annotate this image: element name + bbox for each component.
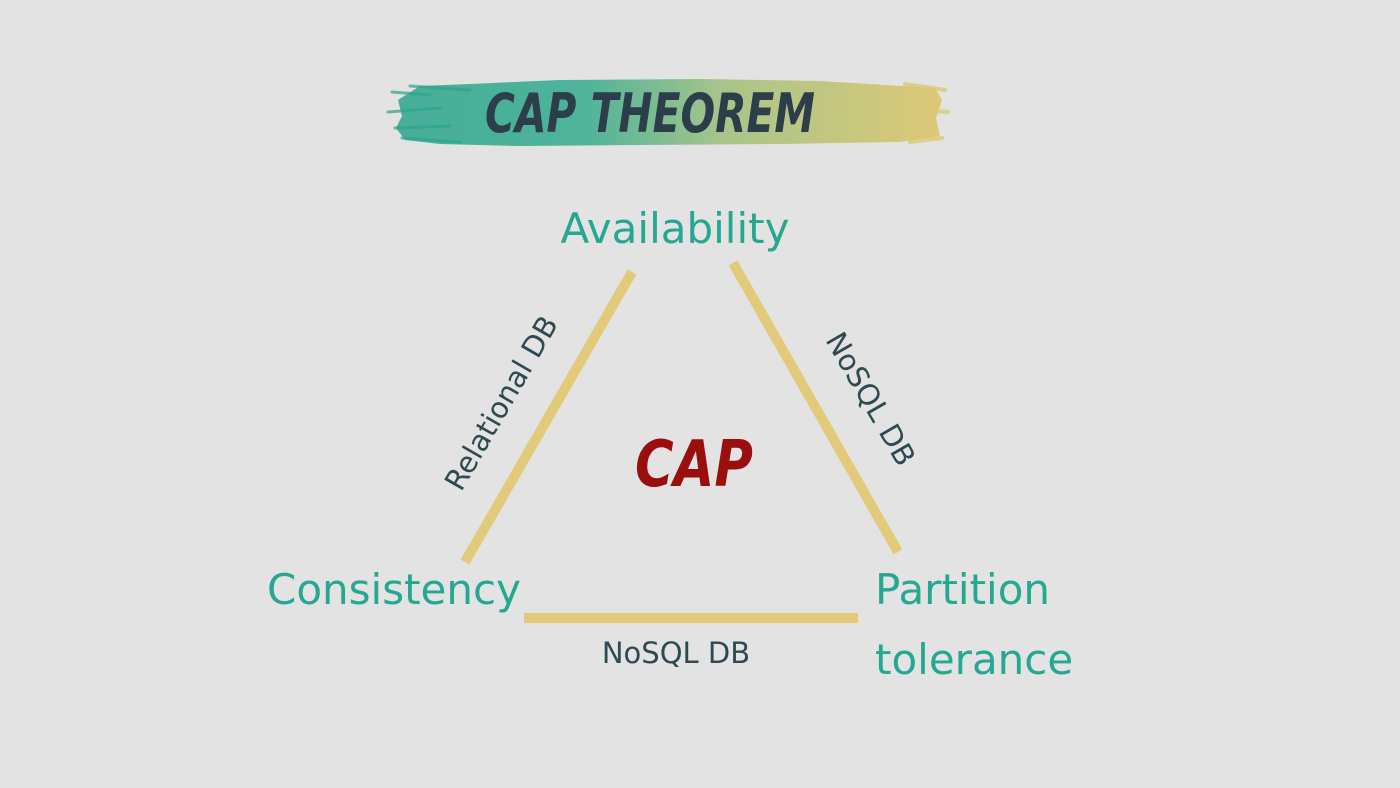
vertex-partition-line2: tolerance — [875, 635, 1073, 684]
edge-label-bottom: NoSQL DB — [602, 636, 750, 670]
center-label: CAP — [635, 428, 753, 502]
vertex-availability: Availability — [561, 204, 790, 253]
diagram-title: CAP THEOREM — [485, 82, 815, 145]
title-brush-stroke — [386, 79, 950, 146]
edge-label-left: Relational DB — [438, 310, 565, 496]
edge-line-right — [728, 260, 903, 555]
vertex-partition-line1: Partition — [875, 565, 1050, 614]
edge-line-left — [460, 269, 637, 565]
vertex-consistency: Consistency — [267, 565, 521, 614]
